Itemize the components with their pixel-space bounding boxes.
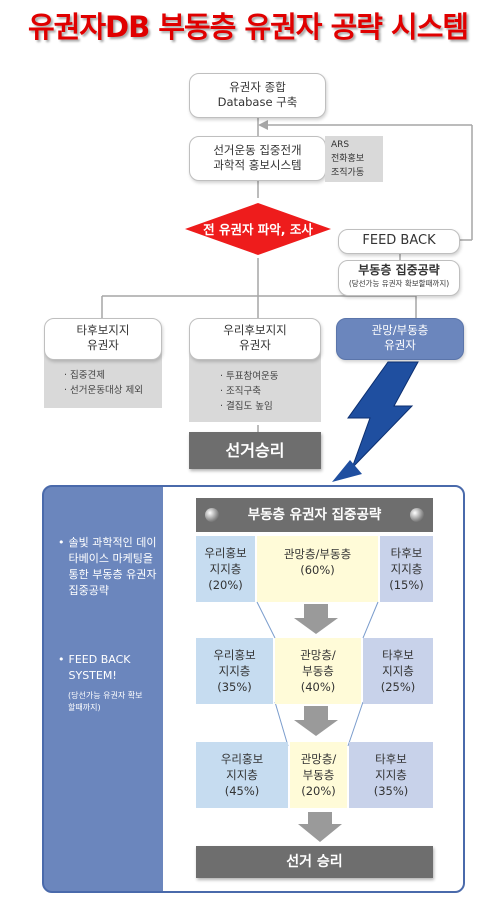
row2-left-l2: 지지층 xyxy=(218,664,251,678)
row3-right-l2: 지지층 xyxy=(375,768,407,782)
victory-bottom-button: 선거 승리 xyxy=(196,846,433,878)
note-phone: 전화홍보 xyxy=(331,154,365,164)
bullet-unity: 결집도 높임 xyxy=(220,399,320,414)
row2-right-l2: 지지층 xyxy=(382,664,414,678)
row3-right-l3: (35%) xyxy=(373,784,409,798)
database-line-2: Database 구축 xyxy=(217,95,298,109)
row3-left-l1: 우리홍보 xyxy=(220,752,264,766)
header-right-bolt-icon xyxy=(410,508,424,522)
flow-connectors xyxy=(101,118,473,432)
our-supporter-box: 우리후보지지 유권자 xyxy=(189,318,321,360)
campaign-notes: ARS 전화홍보 조직가동 xyxy=(325,136,383,182)
victory-top-button: 선거승리 xyxy=(189,432,321,469)
lightning-bolt-icon xyxy=(332,361,419,482)
side-bullet-2-text: FEED BACK SYSTEM! xyxy=(68,653,131,682)
row2-mid-l3: (40%) xyxy=(300,680,336,694)
row1-right-l3: (15%) xyxy=(389,578,424,592)
note-ars: ARS xyxy=(331,140,350,150)
row2-floating: 관망층/ 부동층 (40%) xyxy=(275,638,361,704)
campaign-box: 선거운동 집중전개 과학적 홍보시스템 xyxy=(189,136,326,181)
other-supporter-line-1: 타후보지지 xyxy=(76,323,130,337)
floating-voter-line-1: 관망/부동층 xyxy=(371,323,429,337)
row1-mid-l2: (60%) xyxy=(300,563,335,577)
row3-other-support: 타후보 지지층 (35%) xyxy=(349,742,433,808)
our-supporter-bullets: 투표참여운동 조직구축 결집도 높임 xyxy=(220,369,320,414)
row1-left-l2: 지지층 xyxy=(209,562,242,576)
other-supporter-line-2: 유권자 xyxy=(87,338,119,352)
bullet-check: 집중견제 xyxy=(64,368,164,383)
bullet-vote: 투표참여운동 xyxy=(220,369,320,384)
panel-header: 부동층 유권자 집중공략 xyxy=(196,498,433,532)
header-left-bolt-icon xyxy=(205,508,219,522)
funnel-lines-1 xyxy=(256,601,379,747)
row2-mid-l1: 관망층/ xyxy=(300,648,336,662)
our-supporter-line-1: 우리후보지지 xyxy=(223,323,287,337)
down-arrow-icon xyxy=(298,812,342,842)
bullet-exclude: 선거운동대상 제외 xyxy=(64,383,164,398)
floating-voter-line-2: 유권자 xyxy=(384,338,416,352)
other-supporter-bullets: 집중견제 선거운동대상 제외 xyxy=(64,368,164,398)
floating-target-label: 부동층 집중공략 xyxy=(358,263,440,277)
row1-floating: 관망층/부동층 (60%) xyxy=(257,536,378,602)
side-note: (당선가능 유권자 확보할때까지) xyxy=(68,691,143,712)
campaign-line-2: 과학적 홍보시스템 xyxy=(213,158,302,172)
row2-right-l1: 타후보 xyxy=(382,648,414,662)
row3-left-l3: (45%) xyxy=(224,784,260,798)
row1-mid-l1: 관망층/부동층 xyxy=(283,547,352,561)
row2-left-l1: 우리홍보 xyxy=(213,648,256,662)
row3-left-l2: 지지층 xyxy=(226,768,258,782)
side-bullet-1-text: 솔빛 과학적인 데이타베이스 마케팅을 통한 부동층 유권자 집중공략 xyxy=(68,536,157,597)
row3-right-l1: 타후보 xyxy=(375,752,407,766)
campaign-line-1: 선거운동 집중전개 xyxy=(213,143,302,157)
row1-left-l3: (20%) xyxy=(208,578,243,592)
feedback-box: FEED BACK xyxy=(338,229,460,254)
note-org: 조직가동 xyxy=(331,168,365,178)
row3-our-support: 우리홍보 지지층 (45%) xyxy=(196,742,288,808)
row1-right-l1: 타후보 xyxy=(390,546,423,560)
row1-right-l2: 지지층 xyxy=(390,562,423,576)
floating-voter-box: 관망/부동층 유권자 xyxy=(336,318,464,360)
row1-left-l1: 우리홍보 xyxy=(204,546,247,560)
page-title: 유권자DB 부동층 유권자 공략 시스템 xyxy=(28,10,469,44)
row2-mid-l2: 부동층 xyxy=(302,664,334,678)
row3-mid-l3: (20%) xyxy=(301,784,336,798)
survey-diamond-label: 전 유권자 파악, 조사 xyxy=(203,222,313,237)
row2-other-support: 타후보 지지층 (25%) xyxy=(363,638,433,704)
row1-other-support: 타후보 지지층 (15%) xyxy=(380,536,433,602)
side-bullet-2: •FEED BACK SYSTEM! xyxy=(58,652,158,684)
row2-left-l3: (35%) xyxy=(217,680,252,694)
floating-target-note: (당선가능 유권자 확보할때까지) xyxy=(348,279,450,288)
bullet-org: 조직구축 xyxy=(220,384,320,399)
survey-diamond xyxy=(185,203,331,255)
other-supporter-box: 타후보지지 유권자 xyxy=(44,318,162,360)
panel-header-label: 부동층 유권자 집중공략 xyxy=(247,507,382,523)
database-box: 유권자 종합 Database 구축 xyxy=(189,73,326,118)
side-bullet-1: •솔빛 과학적인 데이타베이스 마케팅을 통한 부동층 유권자 집중공략 xyxy=(58,536,157,597)
row2-right-l3: (25%) xyxy=(380,680,416,694)
row2-our-support: 우리홍보 지지층 (35%) xyxy=(196,638,273,704)
row3-floating: 관망층/ 부동층 (20%) xyxy=(290,742,347,808)
row3-mid-l2: 부동층 xyxy=(302,768,335,782)
our-supporter-line-2: 유권자 xyxy=(239,338,271,352)
floating-target-box: 부동층 집중공략 (당선가능 유권자 확보할때까지) xyxy=(338,260,460,296)
row3-mid-l1: 관망층/ xyxy=(300,752,337,766)
database-line-1: 유권자 종합 xyxy=(229,80,286,94)
row1-our-support: 우리홍보 지지층 (20%) xyxy=(196,536,255,602)
